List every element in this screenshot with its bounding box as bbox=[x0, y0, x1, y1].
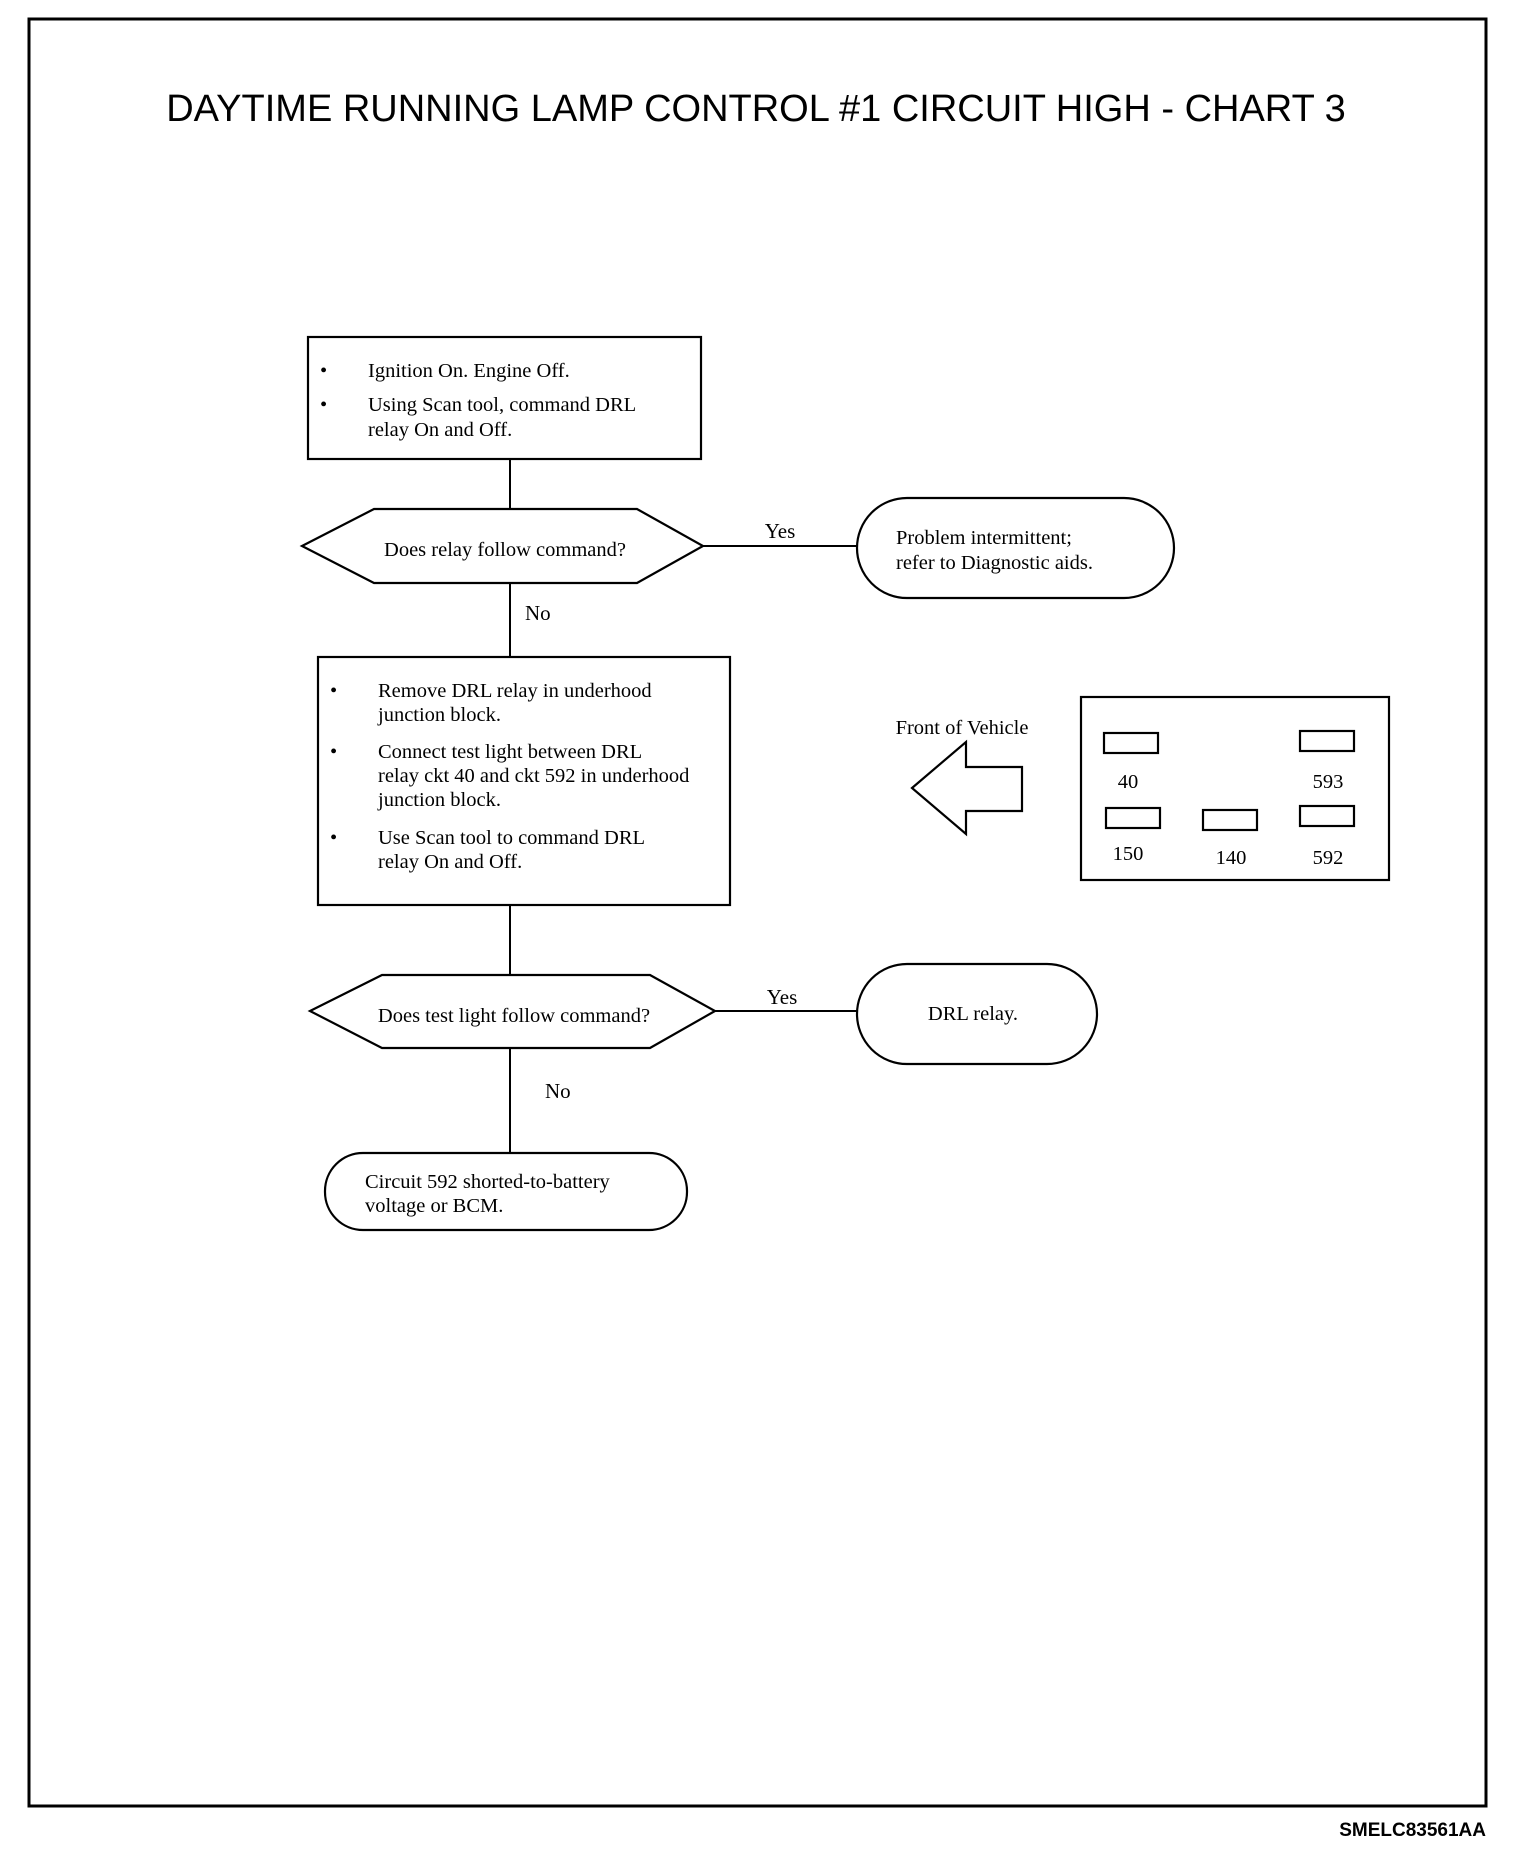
bullet-marker: • bbox=[330, 741, 337, 763]
result1-line: refer to Diagnostic aids. bbox=[896, 552, 1093, 574]
bullet-line: relay ckt 40 and ckt 592 in underhood bbox=[378, 765, 689, 787]
result3-line: voltage or BCM. bbox=[365, 1195, 503, 1217]
decision1-diamond bbox=[299, 507, 706, 585]
decision2-question: Does test light follow command? bbox=[378, 1005, 650, 1027]
step2-bullet-3: • Use Scan tool to command DRL relay On … bbox=[330, 827, 649, 873]
decision2-no-label: No bbox=[545, 1079, 571, 1103]
step2-bullet-2: • Connect test light between DRL relay c… bbox=[330, 741, 695, 811]
result3-terminal bbox=[323, 1151, 689, 1232]
relay-terminal-diagram bbox=[1079, 695, 1391, 882]
bullet-marker: • bbox=[320, 360, 327, 382]
bullet-line: Connect test light between DRL bbox=[378, 741, 642, 763]
result3-text: Circuit 592 shorted-to-battery voltage o… bbox=[365, 1171, 615, 1217]
terminal-150 bbox=[1104, 806, 1162, 830]
step1-box bbox=[306, 335, 703, 461]
terminal-label-40: 40 bbox=[1118, 771, 1139, 793]
terminal-label-150: 150 bbox=[1113, 843, 1144, 865]
decision1-no-label: No bbox=[525, 601, 551, 625]
step2-bullet-1: • Remove DRL relay in underhood junction… bbox=[330, 680, 657, 726]
terminal-593 bbox=[1298, 729, 1356, 753]
front-of-vehicle-label: Front of Vehicle bbox=[896, 717, 1029, 739]
terminal-592 bbox=[1298, 804, 1356, 828]
result1-line: Problem intermittent; bbox=[896, 527, 1072, 549]
bullet-line: relay On and Off. bbox=[368, 419, 512, 441]
result2-terminal bbox=[855, 962, 1099, 1066]
chart-title: DAYTIME RUNNING LAMP CONTROL #1 CIRCUIT … bbox=[166, 88, 1346, 130]
bullet-text: Remove DRL relay in underhood junction b… bbox=[377, 680, 657, 726]
bullet-text: Using Scan tool, command DRL relay On an… bbox=[368, 394, 641, 441]
bullet-marker: • bbox=[330, 827, 337, 849]
decision1-yes-label: Yes bbox=[765, 519, 796, 543]
bullet-line: Using Scan tool, command DRL bbox=[368, 394, 636, 416]
page-border bbox=[27, 17, 1488, 1808]
terminal-label-592: 592 bbox=[1313, 847, 1344, 869]
bullet-line: Remove DRL relay in underhood bbox=[378, 680, 652, 702]
decision2-diamond bbox=[307, 973, 718, 1050]
terminal-140 bbox=[1201, 808, 1259, 832]
bullet-text: Use Scan tool to command DRL relay On an… bbox=[378, 827, 649, 873]
terminal-label-140: 140 bbox=[1216, 847, 1247, 869]
decision2-yes-label: Yes bbox=[767, 985, 798, 1009]
result2-text: DRL relay. bbox=[928, 1003, 1018, 1025]
bullet-line: relay On and Off. bbox=[378, 851, 522, 873]
terminal-label-593: 593 bbox=[1313, 771, 1344, 793]
result1-terminal bbox=[855, 496, 1176, 600]
bullet-line: Ignition On. Engine Off. bbox=[368, 360, 570, 382]
step1-bullet-2: • Using Scan tool, command DRL relay On … bbox=[320, 394, 641, 441]
step1-bullet-1: • Ignition On. Engine Off. bbox=[320, 360, 570, 382]
result1-text: Problem intermittent; refer to Diagnosti… bbox=[896, 527, 1093, 574]
step2-box bbox=[316, 655, 732, 907]
bullet-marker: • bbox=[320, 394, 327, 416]
result3-line: Circuit 592 shorted-to-battery bbox=[365, 1171, 611, 1193]
terminal-40 bbox=[1102, 731, 1160, 755]
decision1-question: Does relay follow command? bbox=[384, 539, 626, 561]
bullet-line: junction block. bbox=[377, 704, 501, 726]
bullet-text: Ignition On. Engine Off. bbox=[368, 360, 570, 382]
bullet-text: Connect test light between DRL relay ckt… bbox=[377, 741, 695, 811]
bullet-marker: • bbox=[330, 680, 337, 702]
figure-code: SMELC83561AA bbox=[1339, 1820, 1486, 1841]
front-arrow-icon bbox=[910, 739, 1024, 837]
bullet-line: Use Scan tool to command DRL bbox=[378, 827, 645, 849]
bullet-line: junction block. bbox=[377, 789, 501, 811]
